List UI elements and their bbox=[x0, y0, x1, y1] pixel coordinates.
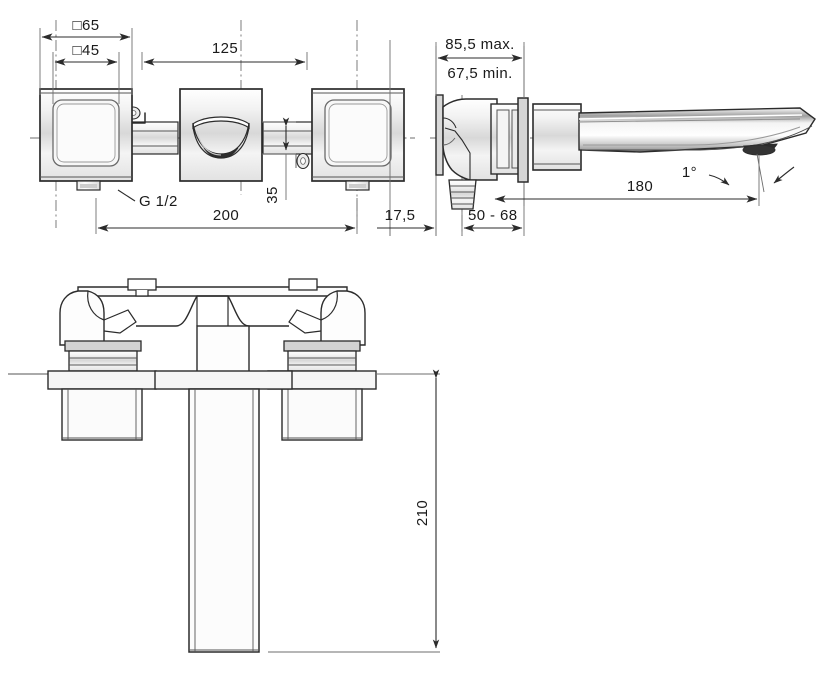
centre-body-block bbox=[196, 325, 250, 375]
dimension-label-125: 125 bbox=[212, 40, 238, 57]
left-valve-sleeve bbox=[64, 340, 142, 372]
dimension-label-200: 200 bbox=[213, 207, 239, 224]
rear-mounting-plate bbox=[435, 94, 444, 176]
right-handle-escutcheon bbox=[311, 88, 405, 182]
centre-escutcheon-plate bbox=[154, 370, 293, 390]
left-handle-escutcheon bbox=[39, 88, 133, 182]
dimension-label-210: 210 bbox=[414, 500, 431, 526]
dimension-label-35: 35 bbox=[264, 186, 281, 204]
right-concealed-barrel bbox=[281, 388, 363, 441]
dimension-125: 125 bbox=[141, 40, 308, 70]
left-supply-nipple bbox=[76, 180, 101, 191]
dimension-square-45: □45 bbox=[52, 42, 120, 104]
spout-base-block bbox=[532, 103, 582, 171]
dimension-180: 180 bbox=[494, 156, 760, 206]
threaded-outlet bbox=[448, 179, 477, 210]
dimension-label-square-65: □65 bbox=[73, 17, 100, 34]
dimension-label-67-5-min: 67,5 min. bbox=[447, 65, 512, 82]
side-elevation-view: 85,5 max. 67,5 min. 17,5 50 - 68 bbox=[377, 36, 816, 236]
dimension-210: 210 bbox=[268, 369, 440, 653]
dimension-200: 200 bbox=[95, 198, 358, 234]
manifold-cap-left bbox=[127, 278, 157, 297]
left-concealed-barrel bbox=[61, 388, 143, 441]
right-connecting-tube bbox=[262, 121, 319, 155]
valve-elbow-body bbox=[442, 98, 498, 181]
centre-spout-plate bbox=[179, 88, 263, 182]
right-eccentric-connector bbox=[295, 152, 310, 170]
dimension-50-68: 50 - 68 bbox=[461, 207, 523, 236]
spout-aerator-outlet bbox=[742, 143, 778, 156]
wall-flange bbox=[517, 97, 529, 183]
left-escutcheon-plate bbox=[47, 370, 157, 390]
dimension-35: 35 bbox=[262, 117, 296, 204]
centre-outlet-tube bbox=[188, 388, 260, 653]
front-elevation-view: □65 □45 125 35 bbox=[30, 17, 415, 234]
dimension-label-1-degree: 1° bbox=[682, 164, 697, 181]
spout-arm bbox=[578, 107, 816, 153]
right-elbow-leg bbox=[288, 290, 366, 346]
dimension-square-65: □65 bbox=[39, 17, 133, 95]
dimension-label-85-5-max: 85,5 max. bbox=[445, 36, 514, 53]
leader-g-half-thread: G 1/2 bbox=[117, 189, 178, 210]
dimension-label-17-5: 17,5 bbox=[385, 207, 416, 224]
dimension-angle-1deg: 1° bbox=[682, 153, 795, 193]
left-elbow-leg bbox=[59, 290, 137, 346]
centre-riser-transition bbox=[136, 295, 289, 327]
dimension-label-g-half: G 1/2 bbox=[139, 193, 178, 210]
dimension-label-50-68: 50 - 68 bbox=[468, 207, 518, 224]
dimension-label-square-45: □45 bbox=[73, 42, 100, 59]
dimension-label-180: 180 bbox=[627, 178, 653, 195]
dimension-17-5: 17,5 bbox=[377, 207, 437, 236]
rough-in-body-view: 210 bbox=[8, 278, 440, 653]
manifold-cap-right bbox=[288, 278, 318, 291]
right-valve-sleeve bbox=[283, 340, 361, 372]
right-supply-nipple bbox=[345, 180, 370, 191]
dimension-body-depth-range: 85,5 max. 67,5 min. bbox=[435, 36, 525, 98]
